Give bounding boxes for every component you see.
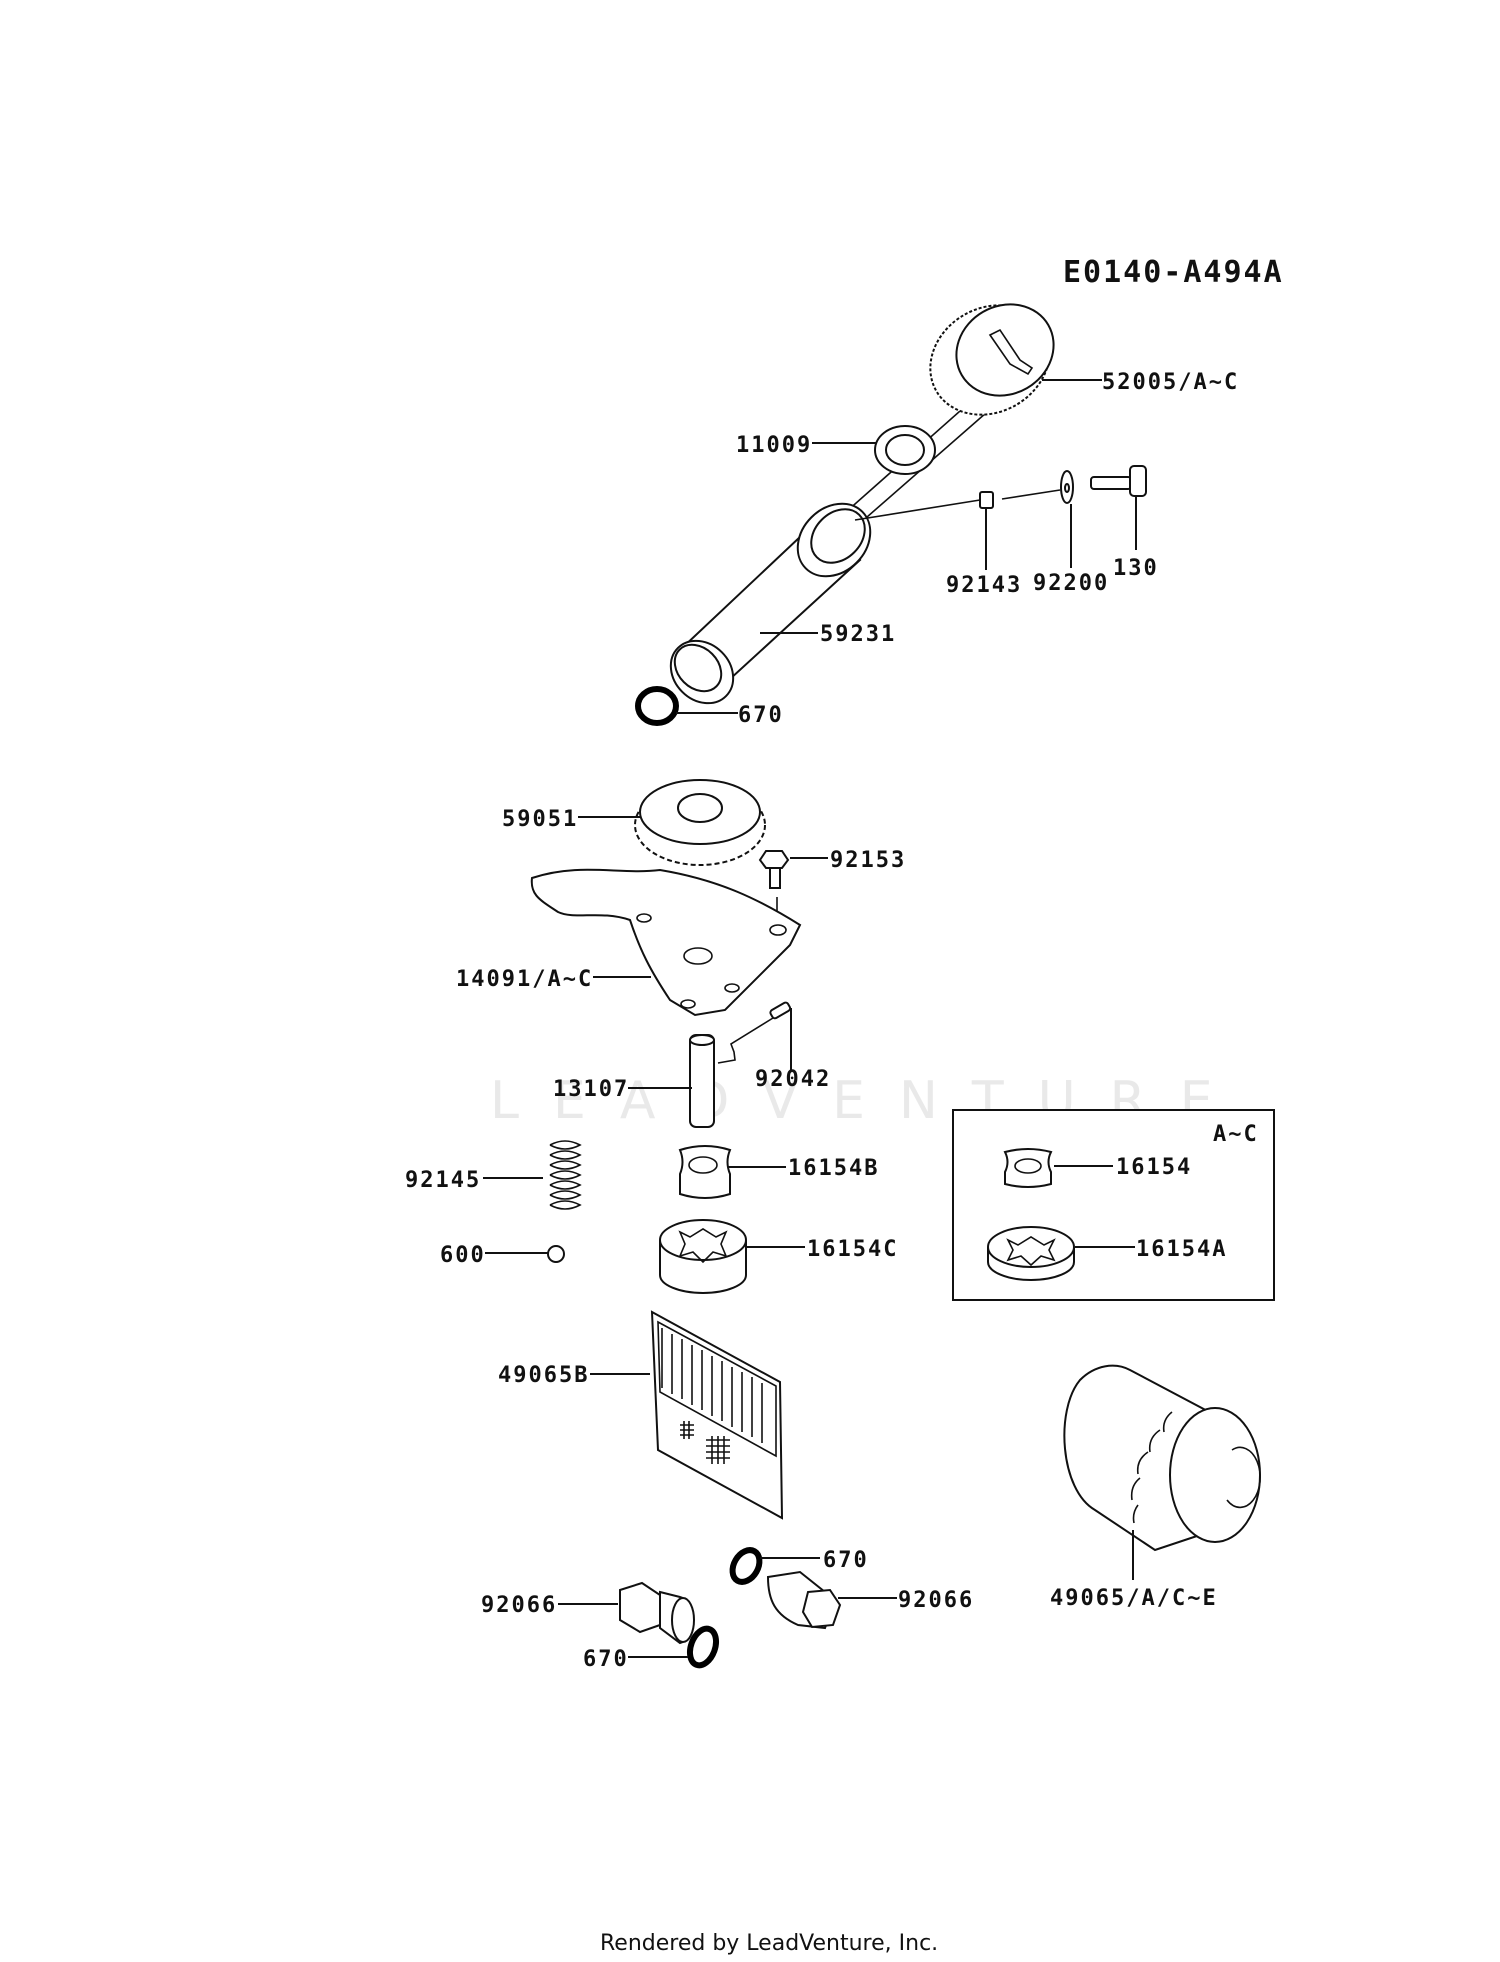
label-shaft[interactable]: 13107 <box>553 1077 629 1102</box>
label-gear[interactable]: 59051 <box>502 807 578 832</box>
label-outer-rotor-a[interactable]: 16154A <box>1136 1237 1227 1262</box>
pin-part[interactable] <box>769 1001 792 1020</box>
gasket-part[interactable] <box>874 425 936 475</box>
label-inner-rotor[interactable]: 16154 <box>1116 1155 1192 1180</box>
label-o-ring-left[interactable]: 670 <box>583 1647 629 1672</box>
label-drain-plug-right[interactable]: 92066 <box>898 1588 974 1613</box>
outer-rotor-a-part[interactable] <box>987 1226 1075 1281</box>
label-gear-bolt[interactable]: 92153 <box>830 848 906 873</box>
collar-guide-line <box>854 499 981 521</box>
oil-filter-part[interactable] <box>1063 1364 1261 1552</box>
label-drain-plug-left[interactable]: 92066 <box>481 1593 557 1618</box>
label-spring[interactable]: 92145 <box>405 1168 481 1193</box>
label-plate[interactable]: 14091/A~C <box>456 967 593 992</box>
drain-plug-right-part[interactable] <box>766 1570 842 1630</box>
variant-inset-box: A~C 16154 16154A <box>952 1109 1275 1301</box>
washer-part[interactable] <box>1060 470 1074 504</box>
drain-plug-left-part[interactable] <box>619 1581 695 1645</box>
label-outer-rotor-c[interactable]: 16154C <box>807 1237 898 1262</box>
washer-guide-line <box>1001 489 1061 500</box>
label-pin[interactable]: 92042 <box>755 1067 831 1092</box>
label-oil-filler-tube[interactable]: 59231 <box>820 622 896 647</box>
label-collar[interactable]: 92143 <box>946 573 1022 598</box>
inner-rotor-b-part[interactable] <box>678 1145 732 1199</box>
plate-part[interactable] <box>530 868 802 1017</box>
label-inner-rotor-b[interactable]: 16154B <box>788 1156 879 1181</box>
label-gasket[interactable]: 11009 <box>736 433 812 458</box>
gear-bolt-part[interactable] <box>758 850 790 889</box>
o-ring-left-part[interactable] <box>685 1625 721 1669</box>
label-oil-screen[interactable]: 49065B <box>498 1363 589 1388</box>
label-oil-cap[interactable]: 52005/A~C <box>1102 370 1239 395</box>
label-oil-filter[interactable]: 49065/A/C~E <box>1050 1586 1218 1611</box>
ball-part[interactable] <box>547 1245 565 1263</box>
label-bolt[interactable]: 130 <box>1113 556 1159 581</box>
footer-credit: Rendered by LeadVenture, Inc. <box>600 1931 938 1956</box>
label-o-ring-right[interactable]: 670 <box>823 1548 869 1573</box>
diagram-code: E0140-A494A <box>1063 255 1284 290</box>
inset-box-title: A~C <box>1213 1122 1259 1147</box>
o-ring-tube-part[interactable] <box>635 686 679 726</box>
label-ball[interactable]: 600 <box>440 1243 486 1268</box>
shaft-part[interactable] <box>689 1034 715 1128</box>
inner-rotor-part[interactable] <box>1003 1148 1053 1188</box>
o-ring-right-part[interactable] <box>727 1545 765 1586</box>
label-o-ring-tube[interactable]: 670 <box>738 703 784 728</box>
oil-cap-part[interactable] <box>910 284 1070 436</box>
spring-part[interactable] <box>549 1140 582 1210</box>
pin-guide-line <box>717 1017 774 1064</box>
label-washer[interactable]: 92200 <box>1033 571 1109 596</box>
oil-screen-part[interactable] <box>650 1310 784 1520</box>
collar-part[interactable] <box>979 491 994 509</box>
tube-collar-part <box>796 502 872 578</box>
gear-part[interactable] <box>634 779 766 866</box>
outer-rotor-c-part[interactable] <box>659 1219 747 1294</box>
bolt-part[interactable] <box>1090 465 1147 497</box>
